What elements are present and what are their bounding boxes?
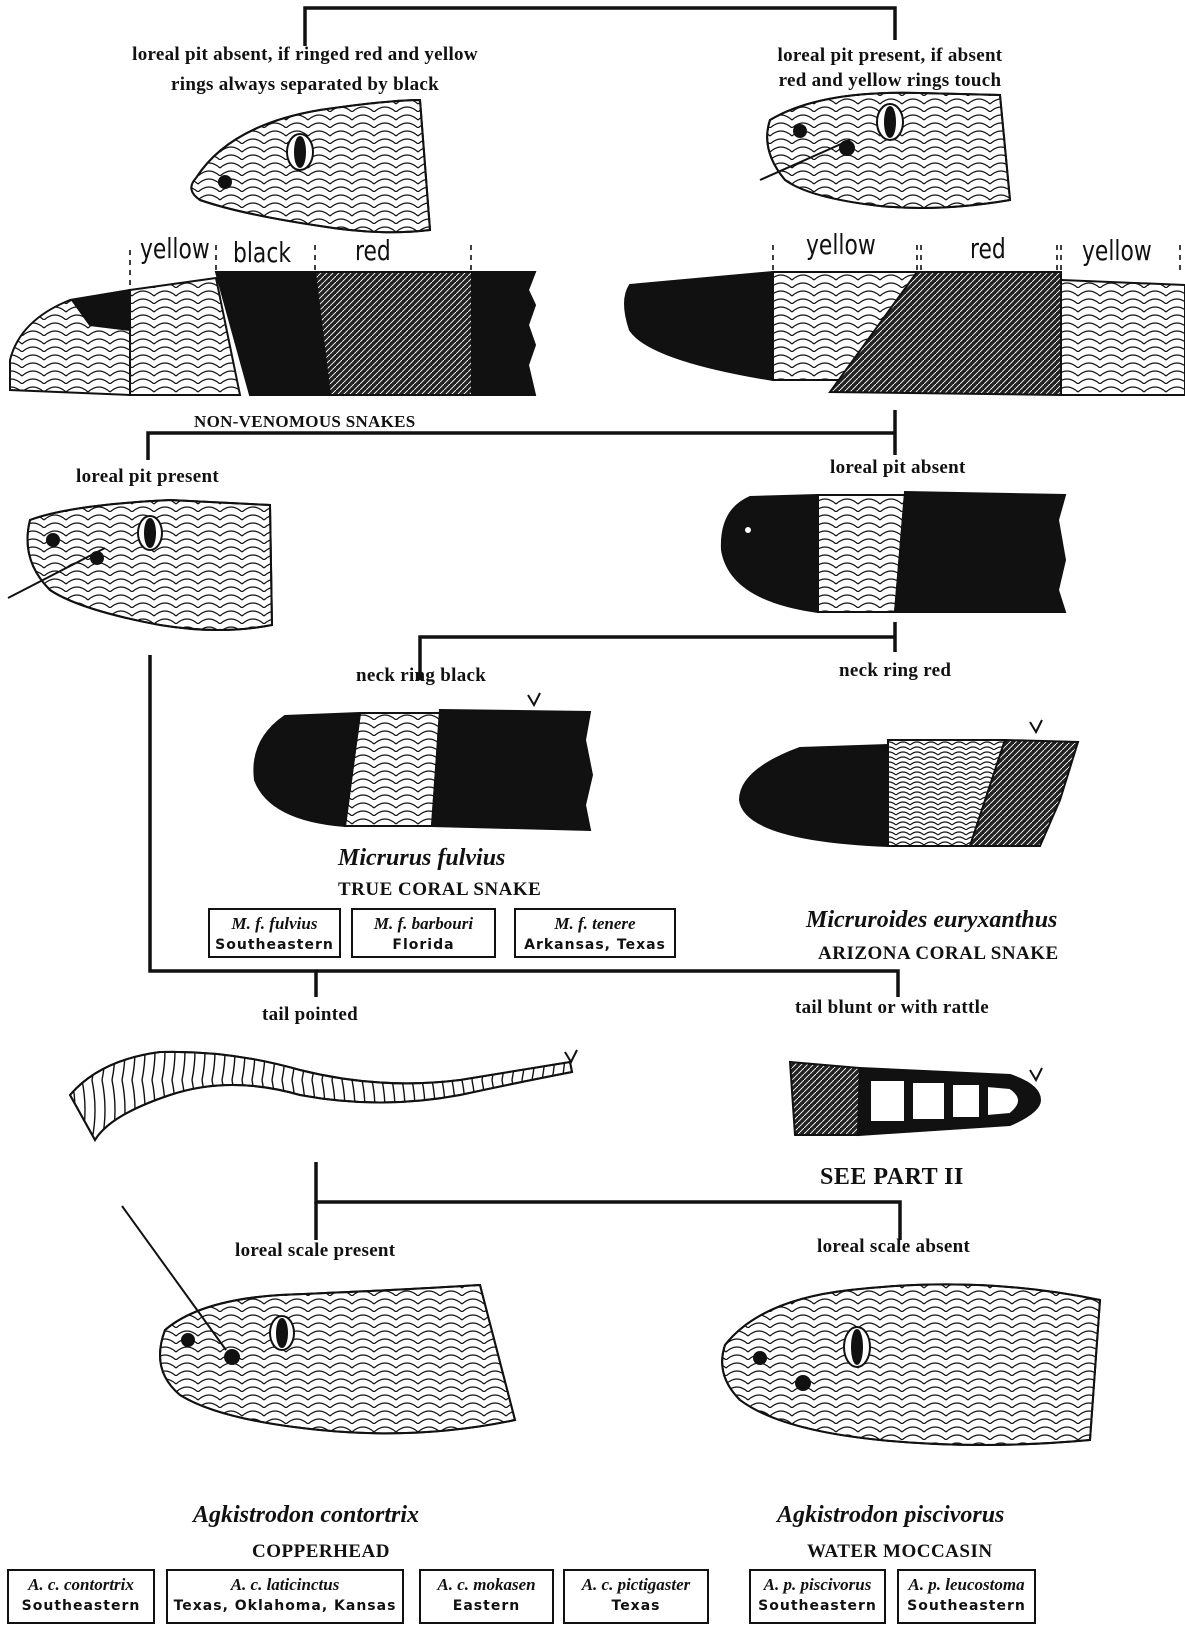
bracket-loreal-scale xyxy=(316,1162,900,1240)
label-neck-ring-red: neck ring red xyxy=(839,660,951,682)
piscivorus-common-name: WATER MOCCASIN xyxy=(807,1541,993,1563)
subspecies-range: Southeastern xyxy=(899,1596,1034,1616)
subspecies-range: Southeastern xyxy=(751,1596,884,1616)
band-left-black: black xyxy=(233,236,291,269)
tail-rattle-illustration xyxy=(790,1062,1042,1135)
label-see-part-ii: SEE PART II xyxy=(820,1164,964,1191)
subspecies-name: M. f. barbouri xyxy=(353,913,494,935)
subspecies-name: A. c. mokasen xyxy=(421,1574,552,1596)
micrurus-common-name: TRUE CORAL SNAKE xyxy=(338,879,541,901)
contortrix-sci-name: Agkistrodon contortrix xyxy=(193,1502,419,1529)
bracket-neck-ring xyxy=(420,622,895,680)
body-harmless-illustration xyxy=(10,272,535,395)
head-with-pit-illustration xyxy=(760,93,1010,208)
micruroides-sci-name: Micruroides euryxanthus xyxy=(806,907,1057,934)
subspecies-box-a-c-contortrix: A. c. contortrix Southeastern xyxy=(7,1569,155,1624)
band-left-red: red xyxy=(355,234,391,267)
label-neck-ring-black: neck ring black xyxy=(356,665,486,687)
subspecies-range: Southeastern xyxy=(210,935,339,955)
subspecies-range: Texas xyxy=(565,1596,707,1616)
contortrix-common-name: COPPERHEAD xyxy=(252,1541,390,1563)
subspecies-range: Southeastern xyxy=(9,1596,153,1616)
subspecies-name: A. p. leucostoma xyxy=(899,1574,1034,1596)
subspecies-name: A. c. laticinctus xyxy=(168,1574,402,1596)
label-tail-pointed: tail pointed xyxy=(262,1004,358,1026)
micruroides-common-name: ARIZONA CORAL SNAKE xyxy=(818,943,1059,965)
subspecies-name: A. c. contortrix xyxy=(9,1574,153,1596)
piscivorus-sci-name: Agkistrodon piscivorus xyxy=(777,1502,1004,1529)
subspecies-box-m-f-fulvius: M. f. fulvius Southeastern xyxy=(208,908,341,958)
subspecies-box-a-c-laticinctus: A. c. laticinctus Texas, Oklahoma, Kansa… xyxy=(166,1569,404,1624)
subspecies-range: Arkansas, Texas xyxy=(516,935,674,955)
subspecies-name: A. p. piscivorus xyxy=(751,1574,884,1596)
subspecies-range: Texas, Oklahoma, Kansas xyxy=(168,1596,402,1616)
micrurus-sci-name: Micrurus fulvius xyxy=(338,845,505,872)
label-loreal-scale-absent: loreal scale absent xyxy=(817,1236,970,1258)
body-coral-illustration xyxy=(625,272,1185,395)
band-right-yellow: yellow xyxy=(806,228,876,261)
label-top-left-line2: rings always separated by black xyxy=(90,70,520,100)
band-left-yellow: yellow xyxy=(140,232,210,265)
label-loreal-scale-present: loreal scale present xyxy=(235,1240,395,1262)
head-coral-mid-illustration xyxy=(722,492,1065,612)
subspecies-box-a-p-piscivorus: A. p. piscivorus Southeastern xyxy=(749,1569,886,1624)
head-no-pit-illustration xyxy=(191,100,430,232)
band-right-yellow-2: yellow xyxy=(1082,234,1152,267)
label-non-venomous: NON-VENOMOUS SNAKES xyxy=(194,412,416,432)
label-top-left: loreal pit absent, if ringed red and yel… xyxy=(90,40,520,100)
subspecies-box-a-c-mokasen: A. c. mokasen Eastern xyxy=(419,1569,554,1624)
label-top-right-line2: red and yellow rings touch xyxy=(740,68,1040,93)
head-pit-mid-illustration xyxy=(8,500,272,630)
head-micruroides-illustration xyxy=(740,720,1078,846)
subspecies-range: Florida xyxy=(353,935,494,955)
head-moccasin-illustration xyxy=(722,1284,1100,1445)
subspecies-range: Eastern xyxy=(421,1596,552,1616)
label-loreal-pit-absent: loreal pit absent xyxy=(830,457,966,479)
subspecies-box-a-c-pictigaster: A. c. pictigaster Texas xyxy=(563,1569,709,1624)
label-loreal-pit-present: loreal pit present xyxy=(76,466,219,488)
subspecies-box-a-p-leucostoma: A. p. leucostoma Southeastern xyxy=(897,1569,1036,1624)
label-tail-blunt: tail blunt or with rattle xyxy=(795,997,989,1019)
label-top-left-line1: loreal pit absent, if ringed red and yel… xyxy=(90,40,520,70)
head-micrurus-illustration xyxy=(254,693,592,830)
label-top-right-line1: loreal pit present, if absent xyxy=(740,43,1040,68)
subspecies-box-m-f-barbouri: M. f. barbouri Florida xyxy=(351,908,496,958)
subspecies-name: A. c. pictigaster xyxy=(565,1574,707,1596)
subspecies-box-m-f-tenere: M. f. tenere Arkansas, Texas xyxy=(514,908,676,958)
subspecies-name: M. f. fulvius xyxy=(210,913,339,935)
subspecies-name: M. f. tenere xyxy=(516,913,674,935)
band-right-red: red xyxy=(970,232,1006,265)
tail-pointed-illustration xyxy=(70,1050,577,1140)
label-top-right: loreal pit present, if absent red and ye… xyxy=(740,43,1040,93)
